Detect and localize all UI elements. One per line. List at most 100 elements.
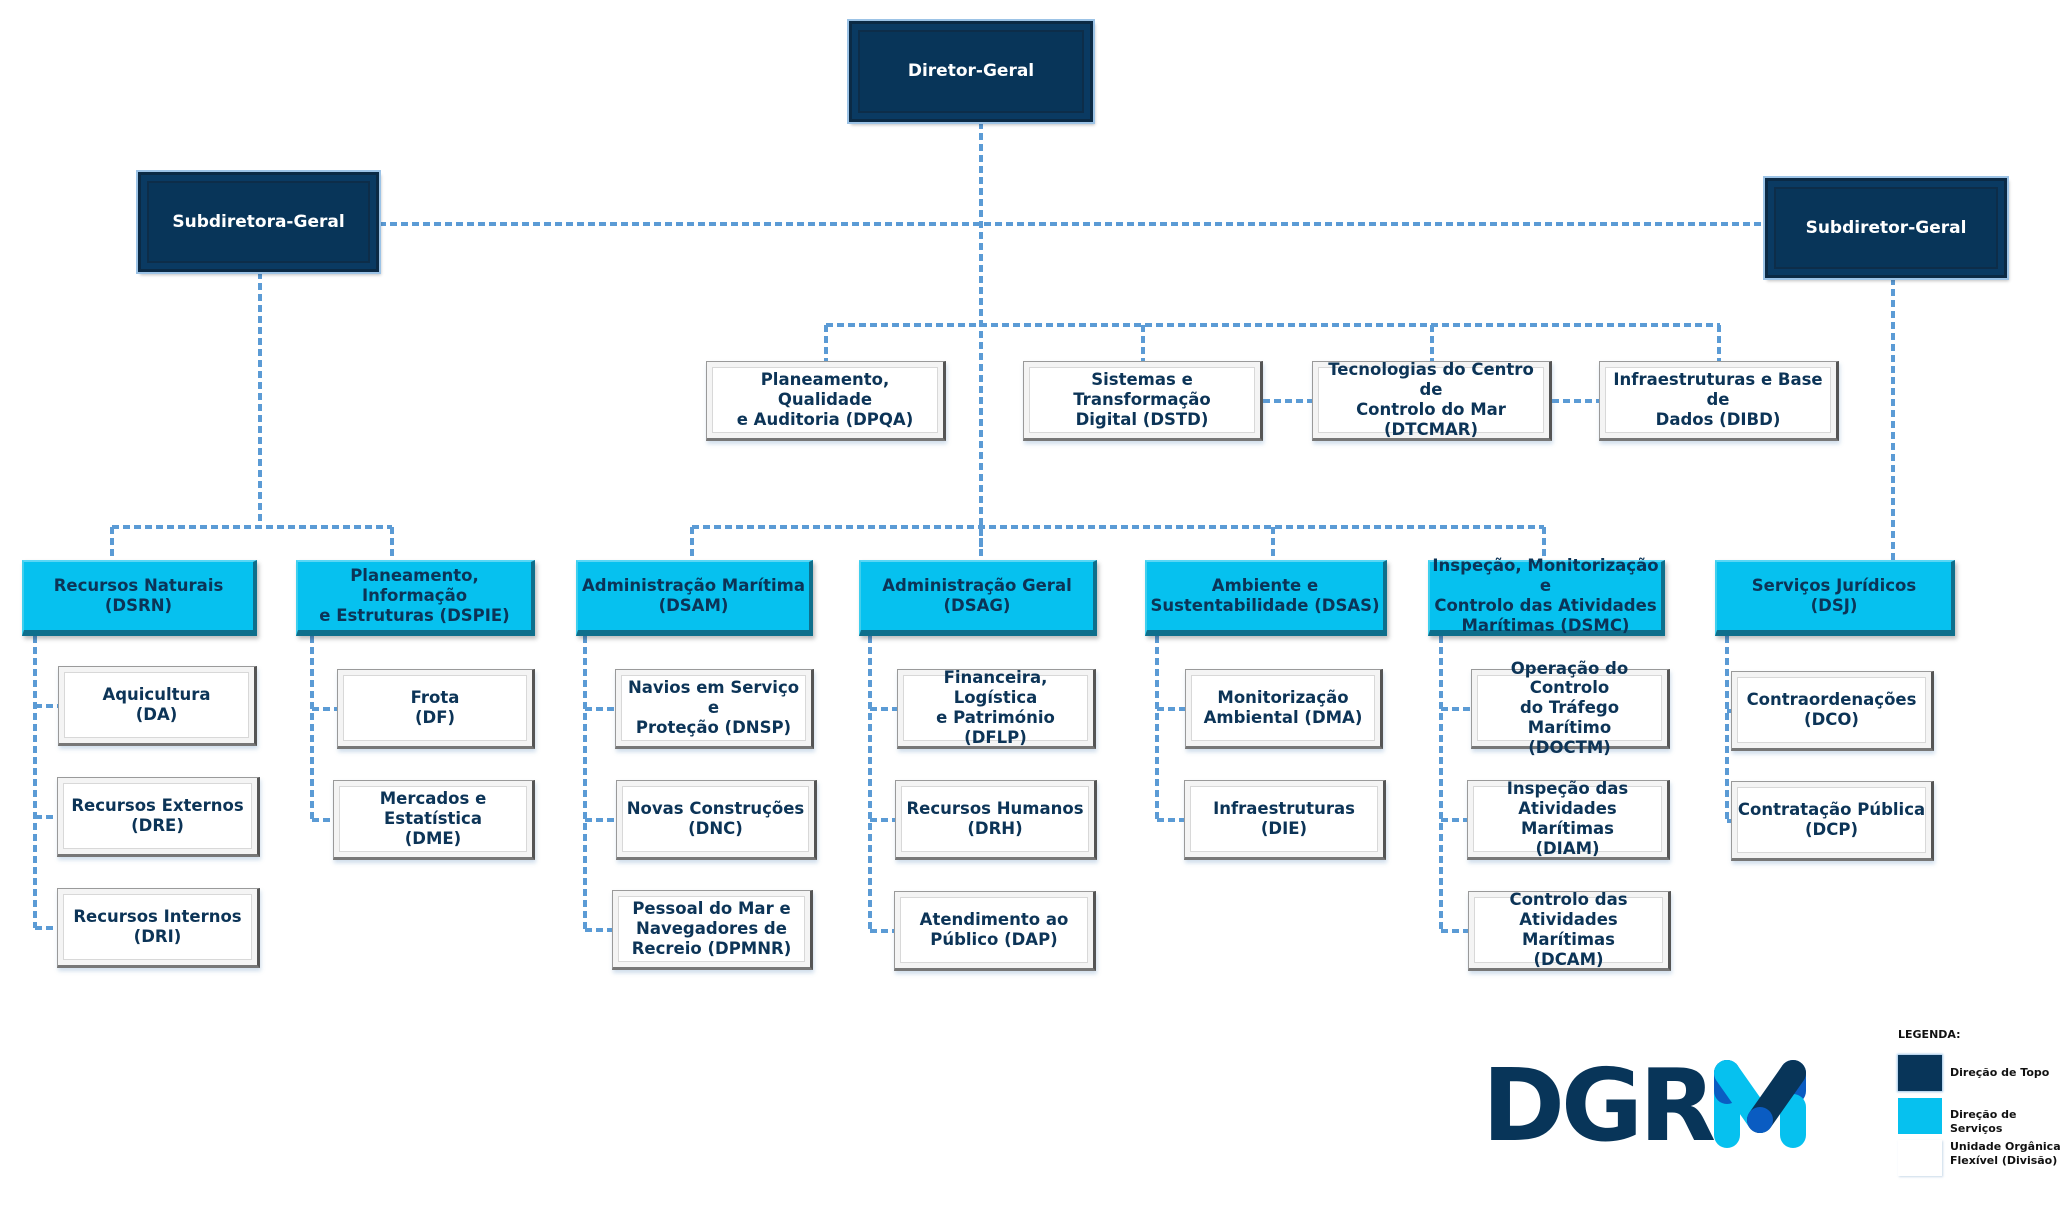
division-box-label-line: (DRH) — [967, 819, 1023, 838]
division-box-label-line: Frota — [410, 688, 460, 708]
service-direction-box-label-line: (DSAG) — [943, 596, 1011, 615]
division-box-label-line: Público (DAP) — [930, 930, 1058, 949]
staff-division-box-label-line: Dados (DIBD) — [1655, 409, 1781, 429]
legend-swatch-division — [1898, 1140, 1942, 1176]
division-box-label-line: (DOCTM) — [1528, 737, 1611, 757]
staff-division-box-label-line: e Auditoria (DPQA) — [736, 409, 914, 429]
division-box-label-line: Aquicultura — [102, 685, 211, 705]
service-direction-box-label-line: Administração Geral — [882, 576, 1072, 596]
division-box-label: Frota(DF) — [411, 688, 460, 728]
division-box-label: Mercados e Estatística(DME) — [338, 789, 528, 848]
division-box-label-line: (DCO) — [1804, 710, 1859, 729]
service-direction-box[interactable]: Recursos Naturais(DSRN) — [22, 560, 257, 636]
staff-division-box-label-line: Sistemas e Transformação — [1073, 370, 1211, 410]
service-direction-box-label-line: Inspeção, Monitorização e — [1432, 556, 1659, 596]
division-box-label-line: do Tráfego Marítimo — [1519, 698, 1620, 737]
service-direction-box-label-line: Marítimas (DSMC) — [1461, 615, 1630, 635]
director-general-label: Diretor-Geral — [907, 61, 1035, 82]
division-box-label-line: Recursos Internos — [73, 907, 242, 927]
division-box-label-line: (DCP) — [1805, 820, 1858, 839]
division-box[interactable]: Novas Construções(DNC) — [616, 780, 817, 860]
service-direction-box[interactable]: Administração Geral(DSAG) — [859, 560, 1097, 636]
division-box-label-line: Navios em Serviço e — [627, 678, 800, 718]
staff-division-box-label-line: Controlo do Mar — [1356, 400, 1506, 419]
division-box-label-line: (DNC) — [688, 819, 743, 838]
division-box-label-line: Operação do Controlo — [1510, 658, 1629, 698]
division-box-label: Recursos Externos(DRE) — [71, 796, 243, 836]
legend-swatch-top-direction — [1898, 1055, 1942, 1091]
staff-division-box-label-line: Digital (DSTD) — [1075, 409, 1209, 429]
box-director-general[interactable]: Diretor-Geral — [847, 19, 1095, 124]
division-box-label-line: (DCAM) — [1533, 949, 1604, 969]
division-box-label-line: Atividades Marítimas — [1519, 910, 1618, 949]
service-direction-box-label-line: (DSAM) — [658, 596, 729, 615]
service-direction-box-label: Recursos Naturais(DSRN) — [54, 576, 224, 616]
staff-division-box-label-line: Planeamento, Qualidade — [760, 370, 890, 410]
division-box[interactable]: Contratação Pública(DCP) — [1731, 781, 1934, 861]
service-direction-box[interactable]: Serviços Jurídicos(DSJ) — [1715, 560, 1955, 636]
logo-m-mark — [1714, 1060, 1806, 1148]
division-box[interactable]: Recursos Internos(DRI) — [57, 888, 260, 968]
service-direction-box-label-line: e Estruturas (DSPIE) — [319, 605, 510, 625]
division-box-label: Contraordenações(DCO) — [1747, 690, 1917, 730]
division-box[interactable]: Recursos Humanos(DRH) — [895, 780, 1097, 860]
division-box-label: Recursos Internos(DRI) — [73, 907, 241, 947]
division-box-label-line: Inspeção das — [1506, 779, 1629, 799]
division-box-label: Aquicultura(DA) — [102, 685, 210, 725]
staff-division-box-label-line: (DTCMAR) — [1383, 419, 1479, 439]
service-direction-box-label: Administração Geral(DSAG) — [882, 576, 1071, 616]
service-direction-box-label-line: (DSRN) — [104, 596, 173, 615]
division-box-label-line: (DIAM) — [1535, 838, 1600, 858]
division-box-label-line: (DME) — [404, 828, 462, 848]
service-direction-box-label-line: (DSJ) — [1810, 596, 1858, 615]
division-box-label-line: e Património (DFLP) — [936, 708, 1055, 747]
division-box-label-line: Controlo das — [1509, 890, 1628, 910]
box-deputy-director-left[interactable]: Subdiretora-Geral — [136, 170, 381, 274]
division-box-label-line: Infraestruturas — [1213, 799, 1355, 819]
division-box[interactable]: Contraordenações(DCO) — [1731, 671, 1934, 751]
service-direction-box[interactable]: Administração Marítima(DSAM) — [576, 560, 813, 636]
legend-label-division: Unidade Orgânica Flexível (Divisão) — [1950, 1140, 2061, 1168]
legend-label-top-direction: Direção de Topo — [1950, 1066, 2050, 1079]
box-deputy-director-right[interactable]: Subdiretor-Geral — [1763, 176, 2009, 280]
division-box-label-line: Financeira, Logística — [943, 668, 1048, 708]
division-box[interactable]: Recursos Externos(DRE) — [57, 777, 260, 857]
division-box-label-line: Contratação Pública — [1737, 800, 1926, 820]
division-box-label-line: Contraordenações — [1746, 690, 1917, 710]
division-box-label-line: Proteção (DNSP) — [635, 717, 792, 737]
service-direction-box-label-line: Ambiente e — [1211, 576, 1319, 596]
division-box-label: Novas Construções(DNC) — [627, 799, 805, 839]
division-box[interactable]: Aquicultura(DA) — [58, 666, 257, 746]
logo-text: DGR — [1482, 1050, 1714, 1150]
division-box[interactable]: Frota(DF) — [337, 669, 535, 749]
division-box[interactable]: Infraestruturas(DIE) — [1184, 780, 1386, 860]
division-box[interactable]: Mercados e Estatística(DME) — [333, 780, 535, 860]
service-direction-box-label-line: Planeamento, Informação — [350, 566, 479, 606]
service-direction-box-label: Administração Marítima(DSAM) — [582, 576, 805, 616]
